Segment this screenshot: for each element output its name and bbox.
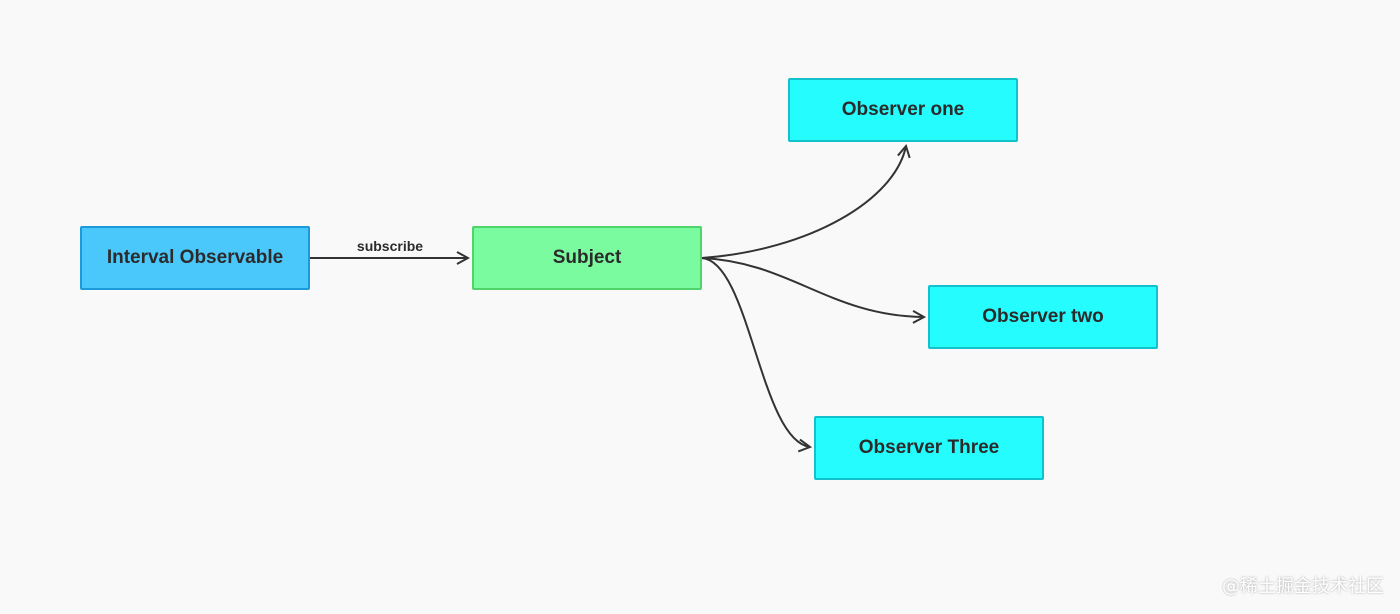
node-label: Subject (552, 247, 622, 268)
edge-subject-to-observer-three (701, 257, 810, 447)
edge-label-subscribe: subscribe (356, 238, 424, 254)
node-label: Observer Three (858, 437, 1000, 458)
node-interval-observable: Interval Observable (80, 226, 310, 290)
node-label: Observer two (982, 306, 1104, 327)
node-label: Interval Observable (106, 247, 284, 268)
node-observer-one: Observer one (788, 78, 1018, 142)
node-subject: Subject (472, 226, 702, 290)
node-observer-two: Observer two (928, 285, 1158, 349)
watermark: @稀土掘金技术社区 (1222, 576, 1384, 597)
node-label: Observer one (841, 99, 965, 120)
node-observer-three: Observer Three (814, 416, 1044, 480)
edge-subject-to-observer-one (701, 146, 906, 259)
edge-subject-to-observer-two (701, 257, 924, 317)
